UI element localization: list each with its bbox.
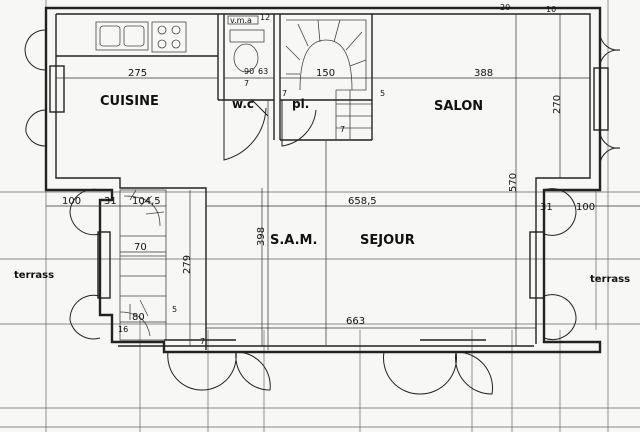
dim-7-stair: 7 [340,125,345,134]
dim-100-left: 100 [62,196,81,207]
dim-31-left: 31 [104,196,117,207]
exterior-walls [44,6,602,354]
dim-7-bottom: 7 [200,337,205,346]
window-right-terrace [529,188,577,341]
kitchen-sink [95,21,149,51]
dim-279: 279 [182,255,193,274]
label-terrasse-right: terrass [590,274,630,285]
dim-275: 275 [128,68,147,79]
dim-100-right: 100 [576,202,595,213]
interior-walls [56,14,373,350]
room-label-cuisine: CUISINE [100,94,159,109]
window-salon-right [593,33,621,165]
spiral-staircase [285,19,372,140]
dim-5-stair: 5 [380,89,385,98]
lower-staircase [119,189,167,341]
dimension-lines [46,14,640,346]
dim-5-lower: 5 [172,305,177,314]
kitchen-cooktop [151,21,187,53]
dim-80: 80 [132,312,145,323]
room-label-salon: SALON [434,99,483,114]
dim-16: 16 [118,325,128,334]
dim-90: 90 [244,67,254,76]
door-wc [251,99,269,117]
dim-150: 150 [316,68,335,79]
window-left-terrace [69,188,111,340]
room-label-placard: pl. [292,97,309,111]
toilet [229,29,265,73]
door-placard [281,100,317,147]
vma-label: v.m.a [230,16,252,25]
dim-398: 398 [256,227,267,246]
dim-20: 20 [500,3,510,12]
door-kitchen [223,100,267,161]
window-bottom-right [383,339,493,395]
dim-663: 663 [346,316,365,327]
dim-104-5: 104,5 [132,196,161,207]
dim-570: 570 [508,173,519,192]
dim-388: 388 [474,68,493,79]
vma-box [227,15,259,25]
dim-70: 70 [134,242,147,253]
window-bottom-left [164,339,271,391]
window-kitchen-left [24,29,65,147]
dim-658-5: 658,5 [348,196,377,207]
room-label-sejour: SEJOUR [360,233,415,248]
label-terrasse-left: terrass [14,270,54,281]
dim-7-wc: 7 [244,79,249,88]
dim-63: 63 [258,67,268,76]
dim-10: 10 [546,5,556,14]
room-label-sam: S.A.M. [270,233,317,248]
dim-31-right: 31 [540,202,553,213]
dim-7-pl: 7 [282,89,287,98]
dim-12: 12 [260,13,270,22]
dim-270: 270 [552,95,563,114]
room-label-wc: w.c [232,97,254,111]
